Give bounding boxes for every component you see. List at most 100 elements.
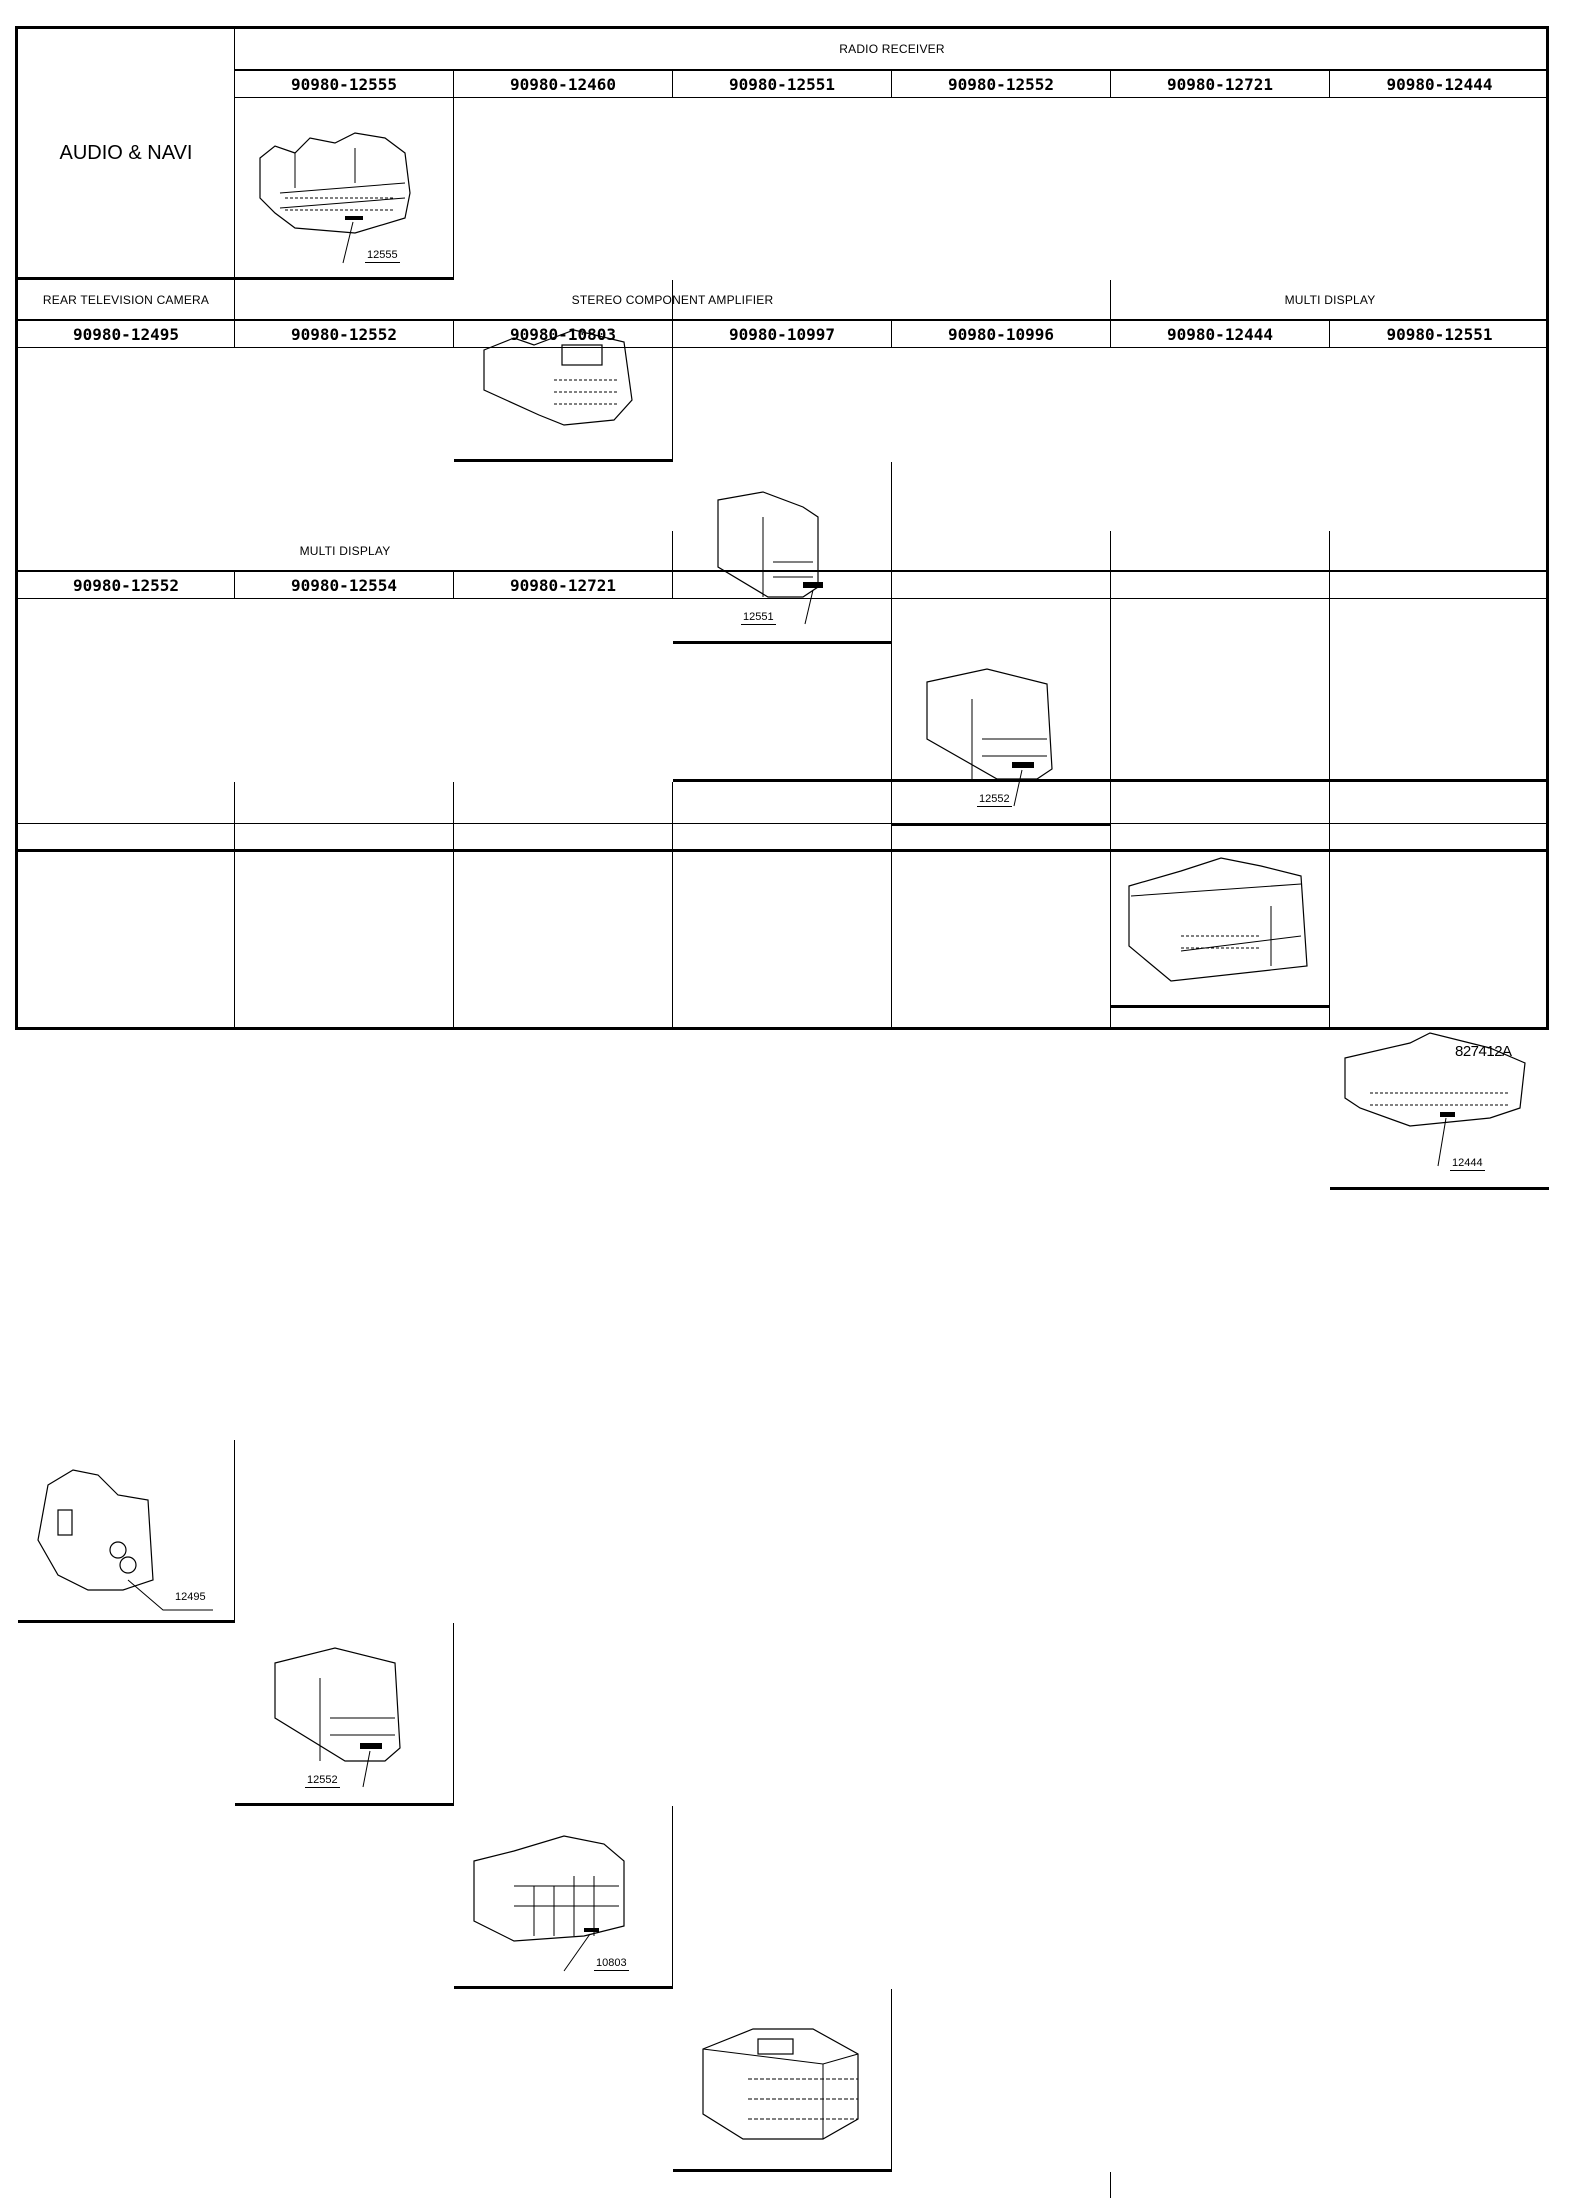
connector-image-cell <box>892 2172 1111 2198</box>
empty-cell <box>235 782 454 824</box>
part-number: 90980-12551 <box>1386 324 1493 344</box>
section-label: RADIO RECEIVER <box>839 42 945 56</box>
connector-image-cell <box>454 280 673 462</box>
empty-cell <box>673 572 892 599</box>
section-header-rear-camera: REAR TELEVISION CAMERA <box>18 280 235 321</box>
connector-table: AUDIO & NAVI RADIO RECEIVER 90980-12555 … <box>15 26 1549 2198</box>
empty-cell <box>673 824 892 852</box>
empty-cell <box>892 599 1111 782</box>
callout-label: 12444 <box>1450 1157 1485 1171</box>
part-number: 90980-12721 <box>510 575 616 595</box>
empty-cell <box>1330 531 1549 572</box>
part-number: 90980-12555 <box>291 74 397 94</box>
empty-cell <box>235 824 454 852</box>
empty-cell <box>1111 782 1330 824</box>
empty-cell <box>892 824 1111 852</box>
connector-image-cell: 10803 <box>454 1806 673 1989</box>
part-number: 90980-12551 <box>729 74 835 94</box>
system-title: AUDIO & NAVI <box>59 141 193 164</box>
part-number-cell: 90980-12554 <box>235 572 454 599</box>
connector-image-cell: 12555 <box>235 98 454 280</box>
part-number-cell: 90980-10997 <box>673 321 892 348</box>
part-number: 90980-12552 <box>291 324 397 344</box>
callout-label: 12495 <box>175 1591 206 1603</box>
connector-image-cell: 12444 <box>1330 1008 1549 1190</box>
callout-label: 12555 <box>365 249 400 263</box>
part-number: 90980-10997 <box>729 324 835 344</box>
connector-image-cell <box>673 1989 892 2172</box>
part-number-cell: 90980-12460 <box>454 71 673 98</box>
system-title-cell: AUDIO & NAVI <box>18 29 235 280</box>
callout-label: 10803 <box>594 1957 629 1971</box>
empty-cell <box>18 824 235 852</box>
part-number-cell: 90980-12721 <box>1111 71 1330 98</box>
part-number: 90980-12554 <box>291 575 397 595</box>
empty-cell <box>1330 852 1549 1027</box>
part-number-cell: 90980-12552 <box>892 71 1111 98</box>
empty-cell <box>1330 599 1549 782</box>
part-number-cell: 90980-12495 <box>18 321 235 348</box>
connector-10997-icon <box>702 2028 859 2140</box>
part-number: 90980-10803 <box>510 324 616 344</box>
section-label: MULTI DISPLAY <box>299 543 391 558</box>
callout-label: 12551 <box>741 611 776 625</box>
part-number-cell: 90980-10803 <box>454 321 673 348</box>
empty-cell <box>892 572 1111 599</box>
connector-10803-icon <box>473 1835 625 1972</box>
part-number: 90980-12552 <box>73 575 179 595</box>
empty-cell <box>673 531 892 572</box>
empty-cell <box>1330 572 1549 599</box>
part-number-cell: 90980-12444 <box>1330 71 1549 98</box>
connector-image-cell: 12552 <box>235 1623 454 1806</box>
connector-12552-icon <box>926 668 1053 807</box>
part-number: 90980-12460 <box>510 74 616 94</box>
section-header-radio-receiver: RADIO RECEIVER <box>235 29 1549 71</box>
empty-cell <box>892 782 1111 824</box>
connector-12721-icon <box>1128 857 1308 982</box>
connector-image-cell: 12495 <box>18 1440 235 1623</box>
callout-label: 12552 <box>305 1774 340 1788</box>
section-label: MULTI DISPLAY <box>1284 292 1376 307</box>
section-header-multi-display-2: MULTI DISPLAY <box>18 531 673 572</box>
section-label: STEREO COMPONENT AMPLIFIER <box>571 292 774 307</box>
part-number: 90980-12495 <box>73 324 179 344</box>
part-number: 90980-12444 <box>1386 74 1493 94</box>
part-number-cell: 90980-12552 <box>18 572 235 599</box>
empty-cell <box>18 782 235 824</box>
connector-12552-icon <box>274 1647 401 1788</box>
part-number-cell: 90980-12444 <box>1111 321 1330 348</box>
connector-12460-icon <box>483 329 633 426</box>
empty-cell <box>673 852 892 1027</box>
empty-cell <box>673 782 892 824</box>
part-number-cell: 90980-12551 <box>1330 321 1549 348</box>
empty-cell <box>673 599 892 782</box>
connector-12444-icon <box>1344 1032 1526 1167</box>
part-number-cell: 90980-10996 <box>892 321 1111 348</box>
section-header-stereo-amplifier: STEREO COMPONENT AMPLIFIER <box>235 280 1111 321</box>
section-label: REAR TELEVISION CAMERA <box>42 292 210 307</box>
empty-cell <box>1111 824 1330 852</box>
section-header-multi-display: MULTI DISPLAY <box>1111 280 1549 321</box>
empty-cell <box>235 852 454 1027</box>
empty-cell <box>892 531 1111 572</box>
part-number: 90980-10996 <box>948 324 1054 344</box>
connector-12555-icon <box>259 132 411 264</box>
connector-image-cell <box>1111 826 1330 1008</box>
empty-cell <box>1330 782 1549 824</box>
part-number: 90980-12444 <box>1167 324 1273 344</box>
empty-cell <box>1330 824 1549 852</box>
empty-cell <box>454 782 673 824</box>
empty-cell <box>1111 572 1330 599</box>
part-number-cell: 90980-12721 <box>454 572 673 599</box>
figure-code: 827412A <box>1455 1043 1512 1060</box>
part-number-cell: 90980-12551 <box>673 71 892 98</box>
empty-cell <box>454 852 673 1027</box>
empty-cell <box>1111 599 1330 782</box>
empty-cell <box>454 824 673 852</box>
part-number: 90980-12552 <box>948 74 1054 94</box>
part-number: 90980-12721 <box>1167 74 1273 94</box>
empty-cell <box>1111 531 1330 572</box>
empty-cell <box>1111 852 1330 1027</box>
part-number-cell: 90980-12552 <box>235 321 454 348</box>
callout-label: 12552 <box>977 793 1012 807</box>
